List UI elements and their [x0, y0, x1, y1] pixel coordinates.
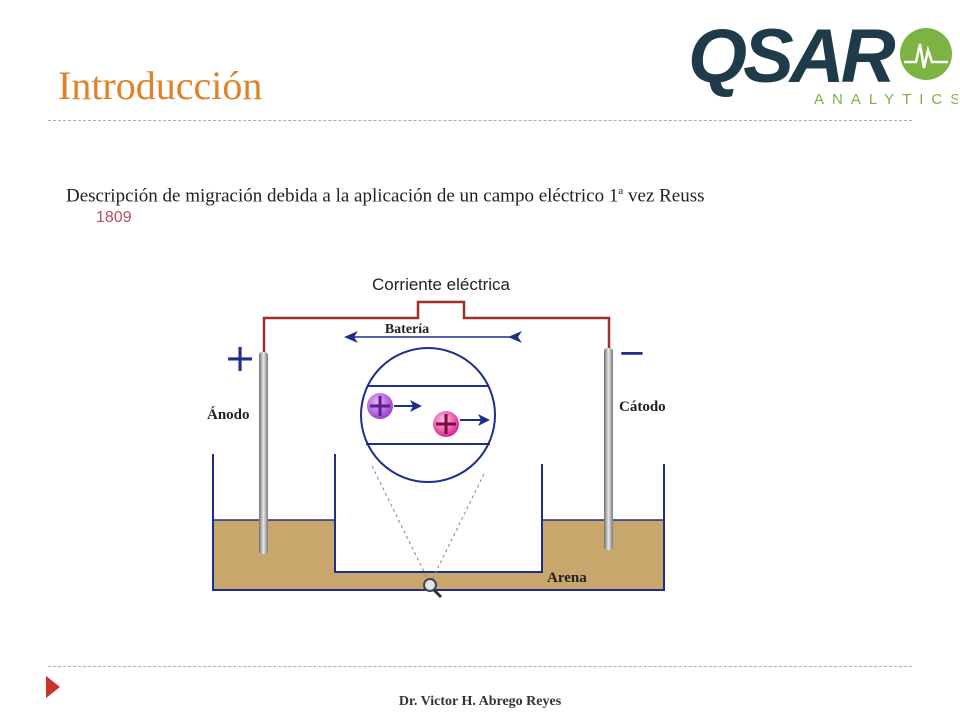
logo-brand-text: QSAR — [688, 14, 896, 99]
sand-label: Arena — [547, 570, 587, 586]
current-label: Corriente eléctrica — [372, 275, 510, 294]
logo-spectrum-line — [904, 43, 948, 69]
circuit-wire — [262, 300, 611, 354]
slide-title: Introducción — [58, 63, 263, 108]
current-arrow-head-right — [508, 331, 522, 343]
cathode-label: Cátodo — [619, 399, 666, 415]
description-year: 1809 — [96, 209, 132, 227]
electromigration-diagram: Corriente eléctrica Batería + − Ánodo Cá… — [207, 275, 666, 599]
description-tail: vez Reuss — [623, 185, 705, 207]
ion-pink-arrow-head — [478, 414, 490, 426]
cathode-electrode — [604, 348, 613, 550]
sand-middle-well — [334, 454, 543, 573]
ion-purple-arrow-head — [410, 400, 422, 412]
anode-electrode — [259, 352, 268, 554]
description-superscript: a — [618, 185, 624, 197]
qsar-analytics-logo: QSAR ANALYTICS — [688, 14, 958, 108]
bottom-divider — [48, 666, 912, 667]
current-arrow-head-left — [344, 331, 358, 343]
description-main: Descripción de migración debida a la apl… — [66, 185, 619, 207]
minus-sign: − — [618, 333, 647, 373]
magnifier-icon — [423, 578, 437, 592]
sand-container — [212, 454, 665, 591]
logo-sub-text: ANALYTICS — [814, 91, 958, 108]
ion-purple-plus — [370, 396, 390, 416]
top-divider — [48, 120, 912, 121]
zoom-cone-right — [429, 473, 485, 585]
sand-fill — [213, 520, 664, 590]
description-text: Descripción de migración debida a la apl… — [66, 180, 886, 229]
ion-pink-plus — [436, 414, 456, 434]
zoom-circle — [360, 347, 496, 483]
slide-nav-arrow-icon — [46, 676, 60, 698]
magnifier-handle — [432, 588, 443, 599]
plus-sign: + — [224, 336, 256, 380]
footer-author: Dr. Victor H. Abrego Reyes — [398, 694, 562, 709]
anode-label: Ánodo — [207, 406, 250, 423]
zoom-cone-left — [371, 465, 431, 585]
battery-label: Batería — [385, 322, 429, 337]
